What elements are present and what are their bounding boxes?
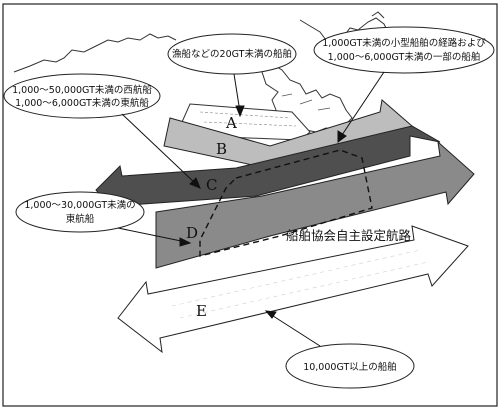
callout-east-bubble <box>15 191 145 233</box>
callout-small-route-text-1: 1,000GT未満の小型船舶の経路および <box>322 37 486 49</box>
route-label: 船舶協会自主設定航路 <box>286 228 412 243</box>
callout-east-text-2: 東航船 <box>66 213 95 225</box>
leader-lines <box>117 71 385 347</box>
callout-east-text-1: 1,000～30,000GT未満の <box>24 199 135 211</box>
callout-small-fishing-text: 漁船などの20GT未満の船舶 <box>172 48 292 60</box>
lane-d-arrow <box>155 140 475 269</box>
lane-c-label: C <box>206 176 217 194</box>
callout-west-text-1: 1,000～50,000GT未満の西航船 <box>12 84 152 96</box>
callout-small-route-bubble <box>313 26 495 74</box>
callout-large-text: 10,000GT以上の船舶 <box>303 361 397 373</box>
lane-e-hatch <box>171 249 429 319</box>
lane-e-label: E <box>196 302 207 320</box>
lane-a-hatch <box>199 111 297 127</box>
lane-b-label: B <box>216 140 227 158</box>
lane-c-arrow <box>95 125 441 217</box>
callout-large-bubble <box>285 343 415 389</box>
callout-west-text-2: 1,000～6,000GT未満の東航船 <box>15 97 149 109</box>
dashed-region <box>199 149 373 257</box>
lane-a-label: A <box>225 114 237 132</box>
callout-small-route-text-2: 1,000～6,000GT未満の一部の船舶 <box>328 51 481 63</box>
lane-e-arrow <box>117 225 469 354</box>
figure-frame <box>2 3 498 407</box>
callout-west-bubble <box>3 73 161 119</box>
callout-small-fishing-bubble <box>167 33 297 75</box>
lane-d-label: D <box>186 224 198 242</box>
